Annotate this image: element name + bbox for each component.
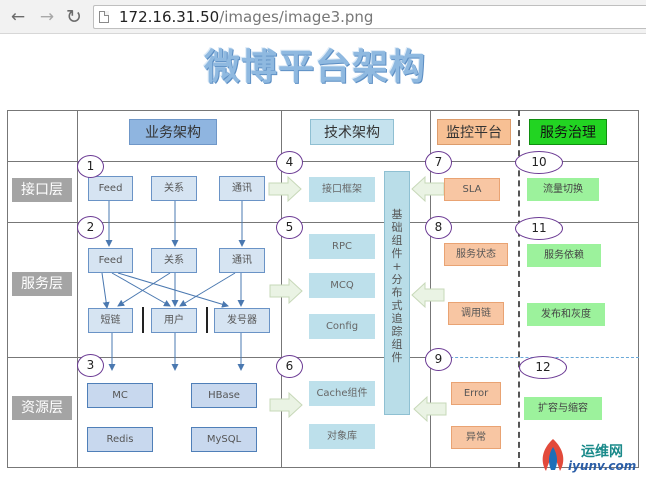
number-marker: 10 [515,151,563,174]
tech-rpc: RPC [309,234,375,259]
tech-base-components-tracing: 基 础 组 件 + 分 布 式 追 踪 组 件 [384,171,410,415]
diagram-frame [7,110,639,468]
biz-relation-api: 关系 [151,176,197,201]
biz-id-generator: 发号器 [214,308,270,333]
watermark-name: 运维网 [581,444,623,460]
biz-shortlink: 短链 [88,308,133,333]
gov-release-grayscale: 发布和灰度 [527,303,605,326]
res-hbase: HBase [191,383,257,408]
watermark-domain: iyunv.com [568,459,637,473]
number-marker: 1 [77,155,104,178]
biz-message-service: 通讯 [219,248,265,273]
url-path: /images/image3.png [219,8,374,26]
grid-line [77,110,78,468]
watermark-logo [542,439,564,471]
mon-exception: 异常 [451,426,501,449]
tech-cache-component: Cache组件 [309,381,375,406]
gov-scaling: 扩容与缩容 [524,397,602,420]
header-tech: 技术架构 [310,119,394,145]
gov-traffic-switch: 流量切换 [527,178,599,201]
mon-sla: SLA [444,178,500,201]
mon-service-status: 服务状态 [444,243,508,266]
number-marker: 8 [425,216,452,239]
biz-message-api: 通讯 [219,176,265,201]
biz-feed-api: Feed [88,176,133,201]
header-business: 业务架构 [129,119,217,145]
number-marker: 3 [77,354,104,377]
gov-service-dependency: 服务依赖 [527,244,601,267]
number-marker: 9 [425,348,452,371]
grid-line [7,222,639,223]
biz-user: 用户 [151,308,197,333]
number-marker: 2 [77,216,104,239]
res-mysql: MySQL [191,427,257,452]
page-icon [99,11,109,23]
grid-line [7,357,430,358]
number-marker: 12 [519,356,567,379]
number-marker: 11 [515,217,563,240]
reload-icon[interactable]: ↻ [66,6,82,28]
layer-interface: 接口层 [12,178,72,202]
tech-config: Config [309,314,375,339]
number-marker: 5 [276,216,303,239]
vertical-char: 布 [391,286,403,299]
header-governance: 服务治理 [529,119,607,145]
dashed-divider [518,110,520,468]
number-marker: 6 [276,355,303,378]
tech-api-framework: 接口框架 [309,177,375,202]
number-marker: 7 [425,151,452,174]
vertical-char: 础 [391,221,403,234]
vertical-char: 式 [391,299,403,312]
url-text: 172.16.31.50/images/image3.png [119,8,373,26]
arrow-left-icon[interactable]: ← [10,7,26,27]
vertical-char: 追 [391,312,403,325]
biz-relation-service: 关系 [151,248,197,273]
number-marker: 4 [276,151,303,174]
address-bar[interactable]: 172.16.31.50/images/image3.png [93,5,646,29]
res-mc: MC [87,383,153,408]
header-monitor: 监控平台 [437,119,511,145]
browser-toolbar: ← → ↻ 172.16.31.50/images/image3.png [0,0,646,34]
divider-bar [206,307,208,333]
grid-line [7,161,639,162]
vertical-char: 基 [391,208,403,221]
layer-service: 服务层 [12,272,72,296]
tech-mcq: MCQ [309,273,375,298]
vertical-char: 件 [391,351,403,364]
arrow-right-icon[interactable]: → [39,7,55,27]
vertical-char: 踪 [391,325,403,338]
tech-object-store: 对象库 [309,424,375,449]
mon-call-chain: 调用链 [448,302,504,325]
biz-feed-service: Feed [88,248,133,273]
diagram-title: 微博平台架构 [203,47,426,88]
divider-bar [142,307,144,333]
res-redis: Redis [87,427,153,452]
layer-resource: 资源层 [12,396,72,420]
vertical-char: + [392,260,402,273]
url-host: 172.16.31.50 [119,8,220,26]
vertical-char: 组 [391,234,403,247]
vertical-char: 组 [391,338,403,351]
vertical-char: 件 [391,247,403,260]
mon-error: Error [451,382,501,405]
vertical-char: 分 [391,273,403,286]
